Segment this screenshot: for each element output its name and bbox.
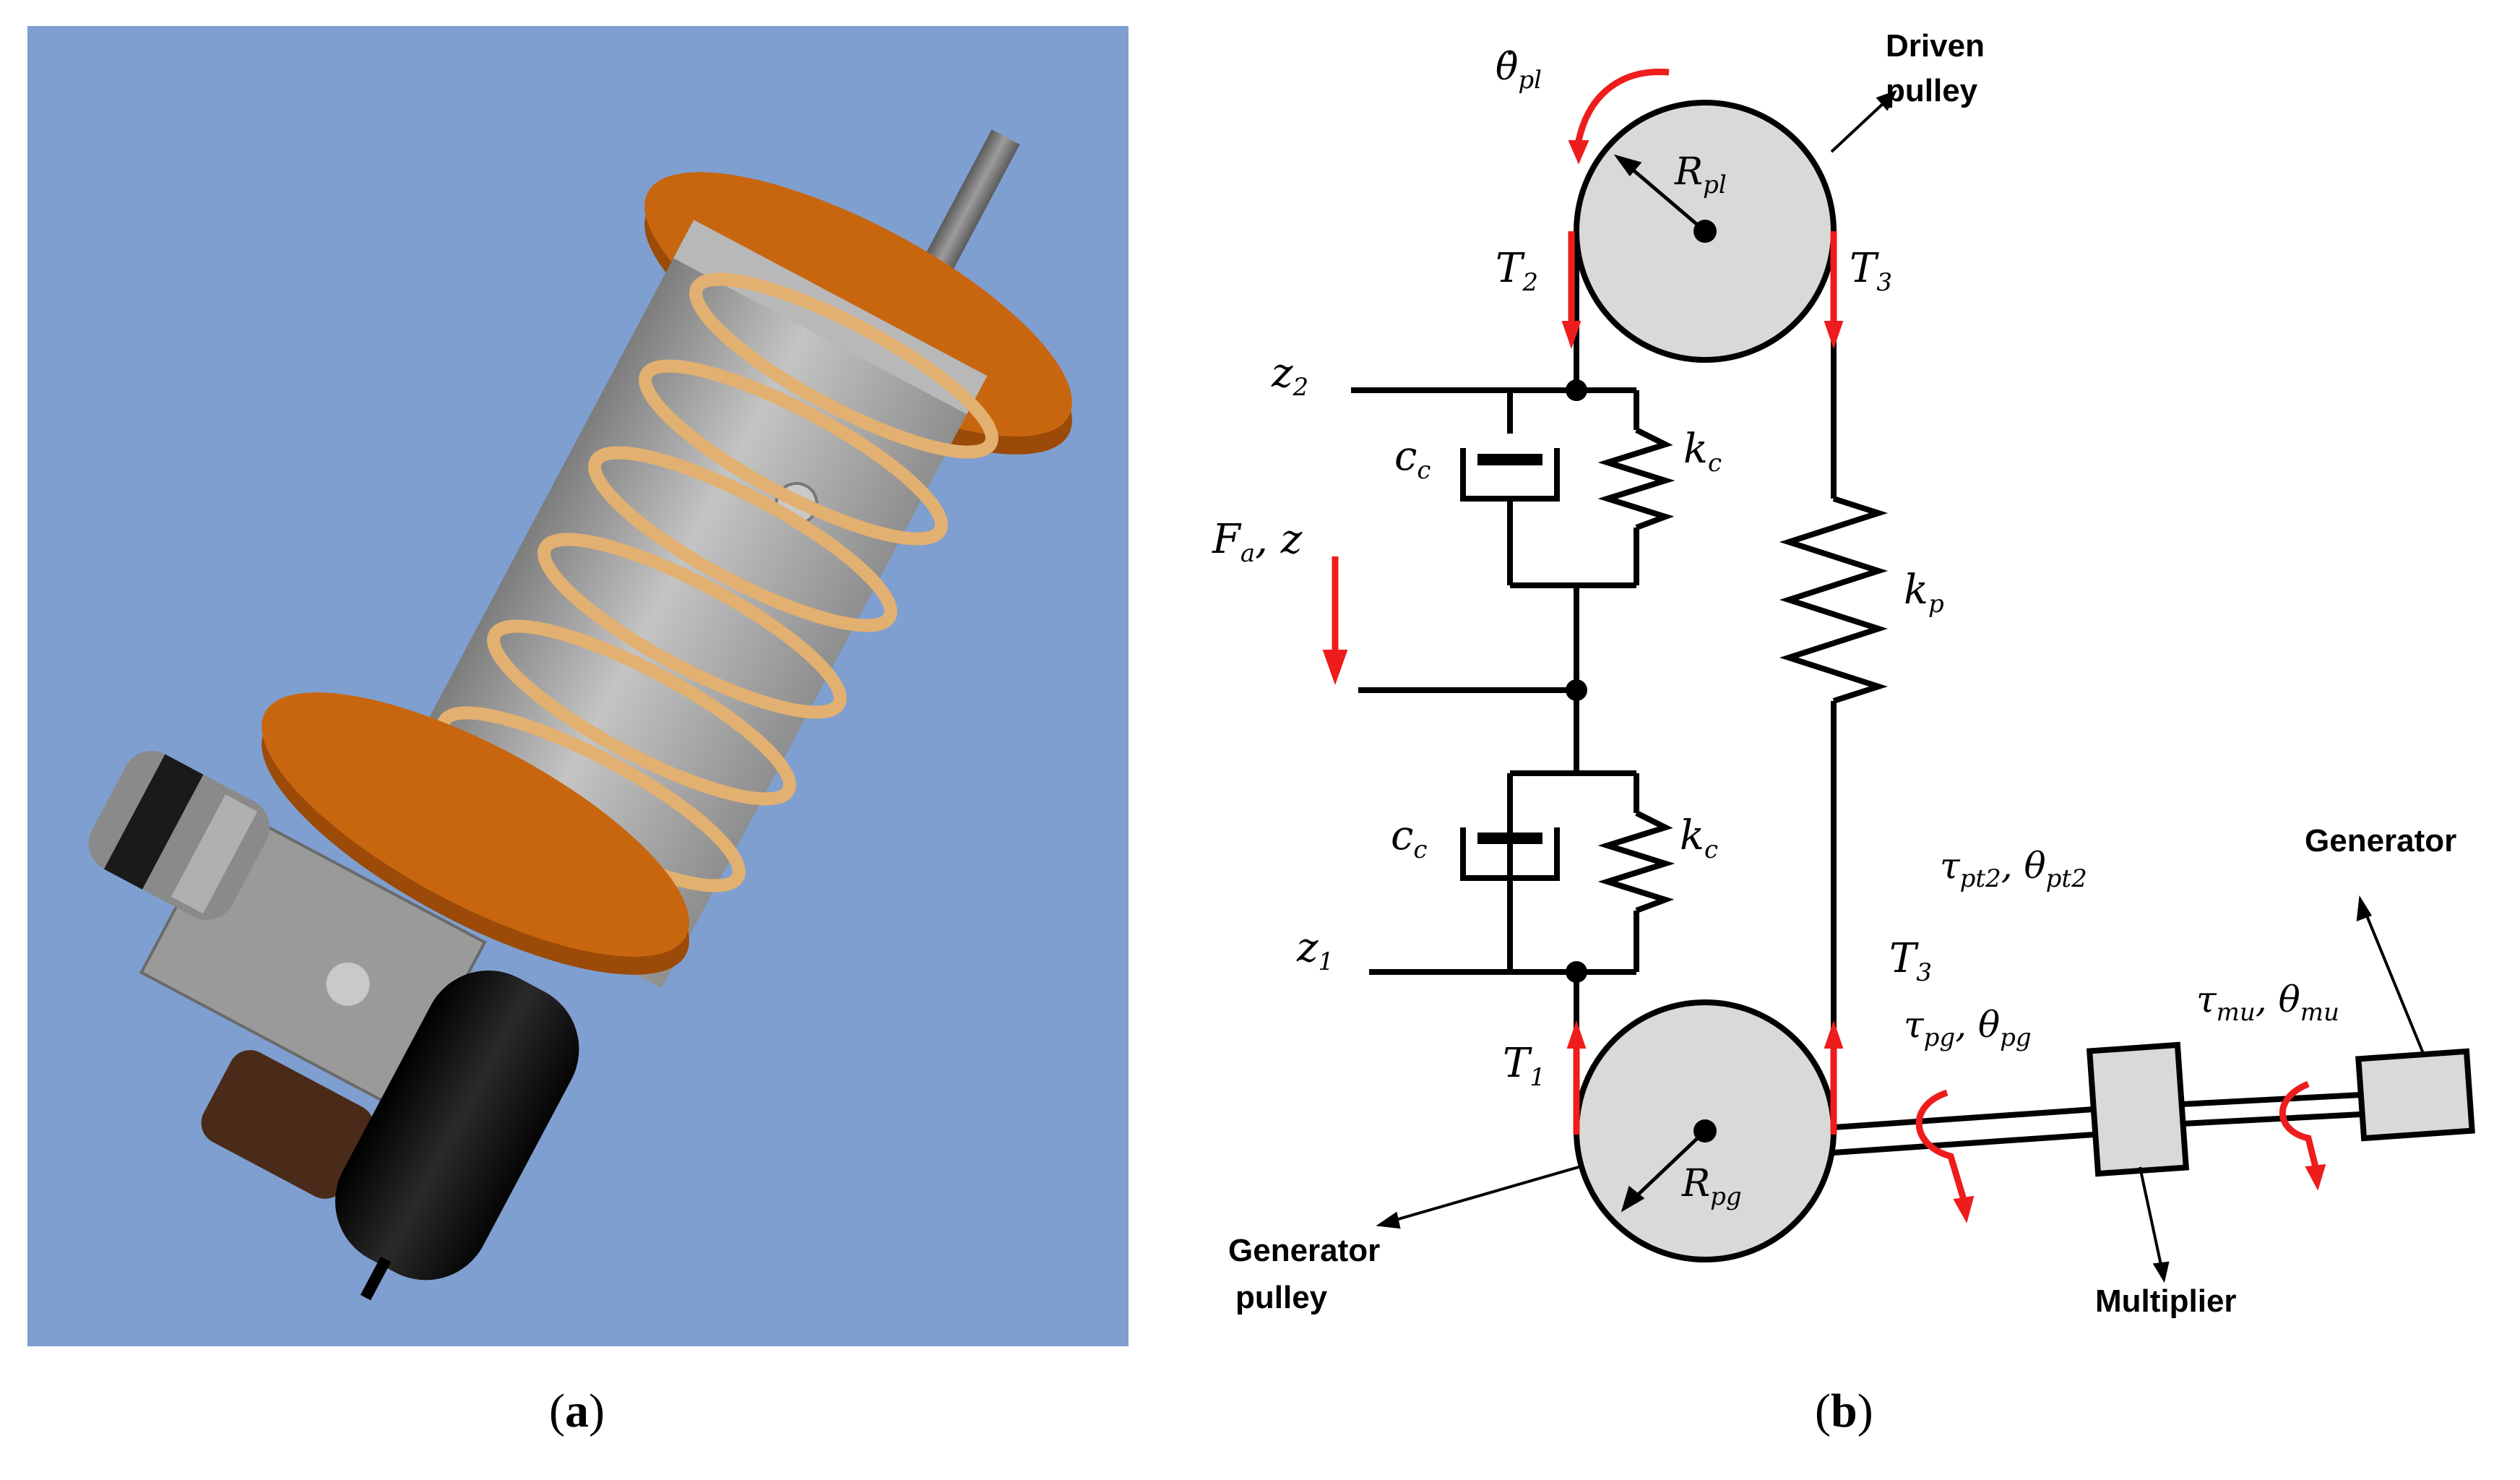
- label-theta-dot-pl: θ̇pl: [1496, 46, 1542, 95]
- label-cc-bottom: cc: [1391, 812, 1427, 864]
- label-r-pl: Rpl: [1674, 150, 1727, 199]
- label-multiplier: Multiplier: [2095, 1283, 2237, 1319]
- multiplier-box: [2086, 1041, 2190, 1177]
- joint-z1: [1566, 961, 1587, 983]
- generator-box: [2355, 1048, 2475, 1142]
- label-fa-z: Fa, z: [1212, 516, 1303, 568]
- label-t3-bottom: T3: [1889, 935, 1932, 987]
- label-kc-bottom: kc: [1680, 812, 1718, 864]
- spring-kc-top: [1597, 427, 1675, 530]
- t2-arrow: [1561, 321, 1582, 350]
- suspension-spring: [436, 272, 998, 892]
- joint-z2: [1566, 379, 1587, 401]
- rotation-arrow-pg: [1915, 1089, 1967, 1201]
- mount-block: [201, 1050, 374, 1199]
- label-t3-top: T3: [1850, 245, 1892, 297]
- panel-a-render: [27, 26, 1129, 1346]
- joint-mid: [1566, 679, 1587, 701]
- spring-kp: [1779, 496, 1889, 704]
- rotation-arrow-mu: [2279, 1080, 2319, 1169]
- schematic-diagram: θ̇pl Rpl T2 T3 z2 cc kc Fa, z kp cc kc z…: [1212, 28, 2475, 1319]
- label-r-pg: Rpg: [1681, 1162, 1742, 1211]
- label-z1: z1: [1296, 924, 1334, 976]
- force-arrow: [1322, 650, 1348, 685]
- label-generator: Generator: [2305, 823, 2456, 859]
- label-cc-top: cc: [1394, 433, 1431, 485]
- piston-rod: [913, 129, 1020, 291]
- label-tau-theta-pg: τpg, θpg: [1904, 1004, 2032, 1052]
- harvester-3d-render: [27, 26, 1129, 1346]
- t3-arrow-top: [1824, 321, 1844, 350]
- panel-b-schematic: θ̇pl Rpl T2 T3 z2 cc kc Fa, z kp cc kc z…: [1156, 0, 2520, 1366]
- label-generator-pulley-line1: Generator: [1228, 1233, 1380, 1268]
- label-t2: T2: [1496, 245, 1538, 297]
- generator-motor: [335, 970, 579, 1301]
- shaft-1a: [1833, 1106, 2094, 1130]
- coupling: [88, 750, 270, 921]
- shaft-2a: [2181, 1092, 2362, 1107]
- label-tau-theta-pt2: τpt2, θpt2: [1940, 845, 2087, 893]
- label-z2: z2: [1271, 350, 1308, 402]
- label-driven-pulley-line1: Driven: [1886, 28, 1985, 64]
- spring-kc-bottom: [1597, 810, 1675, 913]
- caption-a: (a): [549, 1385, 605, 1437]
- t1-arrow: [1566, 1020, 1587, 1049]
- caption-b: (b): [1815, 1385, 1873, 1437]
- label-driven-pulley-line2: pulley: [1886, 73, 1978, 108]
- label-tau-theta-mu: τmu, θmu: [2196, 978, 2339, 1027]
- label-kp: kp: [1904, 567, 1944, 619]
- bottom-spring-plate: [262, 692, 689, 975]
- label-kc-top: kc: [1683, 426, 1722, 478]
- label-generator-pulley-line2: pulley: [1235, 1280, 1328, 1315]
- rotation-arrow-driven: [1575, 68, 1670, 142]
- label-t1: T1: [1503, 1040, 1545, 1092]
- t3-arrow-bottom: [1824, 1020, 1844, 1049]
